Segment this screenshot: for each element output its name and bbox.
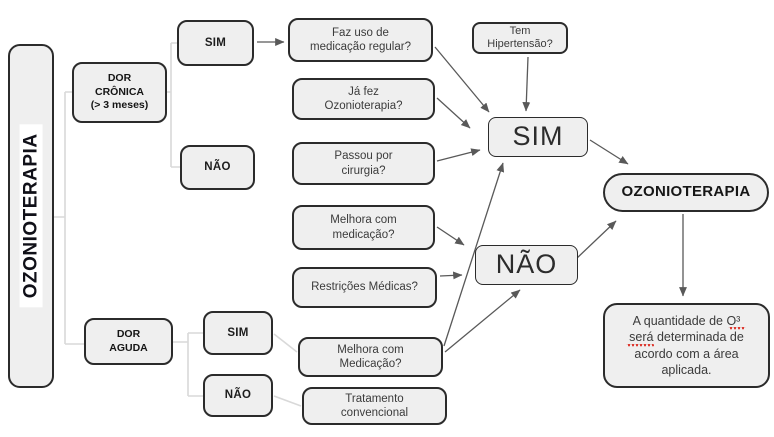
node-tratamento-convencional: Tratamento convencional	[302, 387, 447, 425]
arrow-faz-uso-to-sim	[434, 46, 490, 113]
node-sim-aguda: SIM	[203, 311, 273, 355]
node-decisao-nao: NÃO	[475, 245, 578, 285]
node-melhora-medicacao-cronica: Melhora com medicação?	[292, 205, 435, 250]
node-ozonioterapia-root: OZONIOTERAPIA	[8, 44, 54, 388]
connector-nao-aguda-to-tratamento	[273, 395, 302, 407]
node-decisao-sim: SIM	[488, 117, 588, 157]
arrow-ja-fez-to-sim	[436, 97, 471, 129]
node-quantidade-o3: A quantidade de O³ será determinada de a…	[603, 303, 770, 388]
spellcheck-squiggle-sera	[626, 344, 654, 347]
arrow-tem-hipertensao-to-sim	[522, 56, 531, 112]
arrow-sim-to-ozonioterapia	[589, 139, 629, 165]
node-faz-uso-medicacao: Faz uso de medicação regular?	[288, 18, 433, 62]
node-restricoes-medicas: Restrições Médicas?	[292, 267, 437, 308]
spellcheck-squiggle-o3	[728, 327, 746, 330]
node-tem-hipertensao: Tem Hipertensão?	[472, 22, 568, 54]
node-passou-cirurgia: Passou por cirurgia?	[292, 142, 435, 185]
node-dor-aguda: DOR AGUDA	[84, 318, 173, 365]
arrow-nao-to-ozonioterapia	[575, 220, 617, 260]
connector-dor-aguda-bracket	[173, 332, 203, 397]
arrow-melhora-aguda-to-nao	[444, 289, 521, 353]
node-melhora-medicacao-aguda: Melhora com Medicação?	[298, 337, 443, 377]
node-nao-aguda: NÃO	[203, 374, 273, 417]
node-ozonioterapia-resultado: OZONIOTERAPIA	[603, 173, 769, 212]
arrow-melhora-aguda-to-sim	[443, 162, 505, 347]
node-dor-cronica: DOR CRÔNICA (> 3 meses)	[72, 62, 167, 123]
arrow-melhora-cronica-to-nao	[436, 226, 465, 246]
node-sim-cronica: SIM	[177, 20, 254, 66]
connector-sim-aguda-to-melhora	[273, 333, 298, 353]
connector-dor-cronica-bracket	[167, 42, 180, 168]
node-ja-fez-ozonioterapia: Já fez Ozonioterapia?	[292, 78, 435, 120]
arrow-passou-to-sim	[436, 148, 481, 162]
connector-root-bracket	[54, 91, 84, 345]
node-nao-cronica: NÃO	[180, 145, 255, 190]
arrow-restricoes-to-nao	[439, 271, 463, 280]
vertical-text: OZONIOTERAPIA	[19, 124, 43, 308]
